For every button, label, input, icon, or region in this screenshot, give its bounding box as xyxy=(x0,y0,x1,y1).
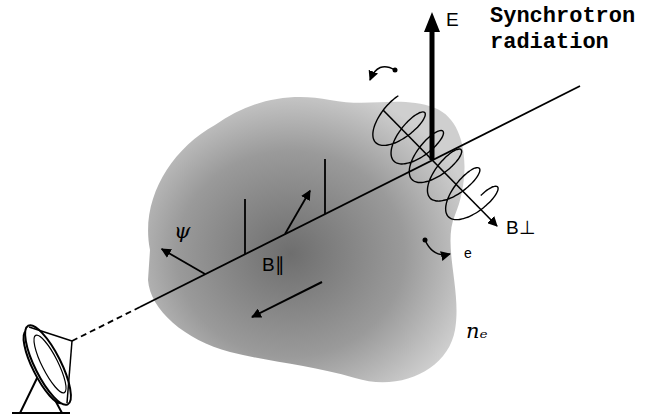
electron-dot xyxy=(423,238,428,243)
cloud-fill xyxy=(148,97,465,382)
telescope-base xyxy=(12,412,70,414)
vector-label: E xyxy=(446,10,459,31)
sight-line-dashed xyxy=(72,307,140,341)
electron-dot xyxy=(393,68,398,73)
polarization-vector xyxy=(324,159,326,214)
cloud-outline xyxy=(140,90,500,390)
polarization-vector xyxy=(244,199,246,254)
dish-inner xyxy=(29,332,72,396)
density-label: nₑ xyxy=(466,320,488,343)
electric-vector xyxy=(430,30,435,160)
dish-rim xyxy=(17,320,80,410)
plasma-cloud: ψB∥ nₑ xyxy=(140,90,500,390)
angle-label: ψ xyxy=(174,220,190,243)
feed-strut xyxy=(29,327,72,341)
field-label: B∥ xyxy=(262,255,285,276)
title-label: Synchrotron radiation xyxy=(490,4,662,56)
motion-arrow xyxy=(370,67,395,80)
feed-strut xyxy=(67,341,72,403)
radio-telescope xyxy=(12,320,79,413)
electron-label: e xyxy=(464,246,472,261)
field-label: B⊥ xyxy=(506,218,536,239)
electric-vector-head xyxy=(424,12,440,32)
